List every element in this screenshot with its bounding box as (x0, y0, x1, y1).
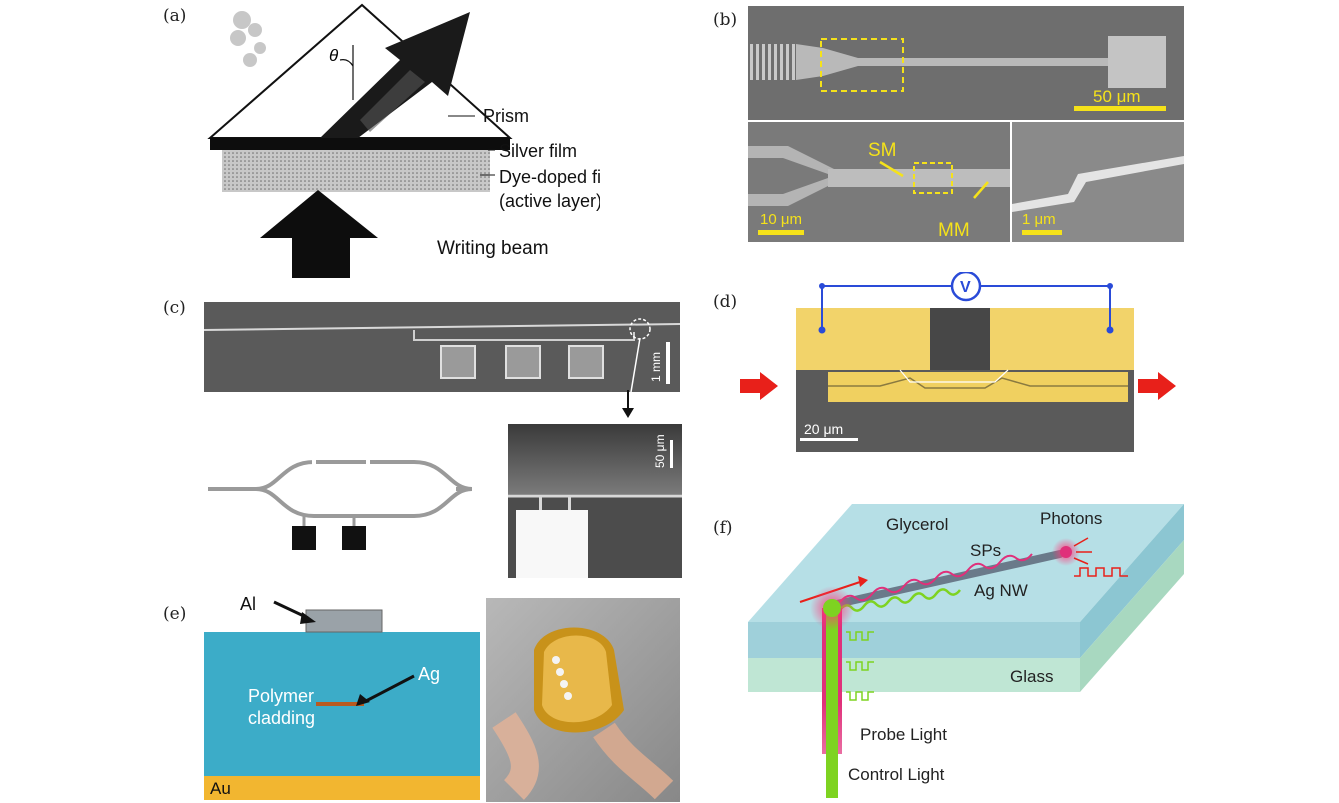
zoom-box-bottom (913, 162, 953, 194)
polymer-label: Polymer (248, 686, 314, 706)
input-arrow (740, 372, 778, 400)
scale-bar-bottom (670, 440, 673, 468)
glycerol-top (748, 504, 1184, 622)
control-light-label: Control Light (848, 765, 945, 784)
pad-right (342, 526, 366, 550)
output-arrow (1138, 372, 1176, 400)
active-layer-label: (active layer) (499, 191, 600, 211)
scale-label-bottom: 50 μm (653, 434, 667, 468)
panel-a-letter: (a) (163, 6, 187, 26)
scale-label-top: 1 mm (649, 352, 663, 382)
dye-film-label: Dye-doped film (499, 167, 600, 187)
silver-film (210, 138, 510, 150)
sps-label: SPs (970, 541, 1001, 560)
writing-beam-label: Writing beam (437, 238, 549, 259)
voltmeter-label: V (960, 279, 971, 296)
sm-arrow (879, 160, 904, 178)
panel-d-figure: V 20 μm (740, 272, 1176, 452)
panel-c-figure: 1 mm 50 μm (204, 302, 682, 578)
al-label: Al (240, 594, 256, 614)
panel-a-figure: θ Prism Silver film Dye-doped film (acti… (207, 3, 600, 278)
ag-label: Ag (418, 664, 440, 684)
control-wave (839, 588, 961, 612)
writing-beam-arrow (260, 190, 378, 278)
silver-film-label: Silver film (499, 141, 577, 161)
panel-e-figure: Al Ag Polymer cladding Au (204, 594, 680, 802)
theta-label: θ (329, 46, 339, 65)
sp-wave (839, 553, 1033, 603)
glycerol-front (748, 622, 1080, 658)
sm-label: SM (868, 140, 897, 161)
mm-label: MM (938, 220, 970, 241)
device-dots (552, 656, 572, 700)
panel-b-letter: (b) (713, 10, 738, 30)
photon-rays (1073, 537, 1092, 565)
panel-b-figure: 50 μm SM MM 10 μm 1 μm (748, 6, 1184, 242)
gold-electrode-waveguide (828, 372, 1128, 402)
scale-bar-top (1074, 106, 1166, 111)
scale-bar-top (666, 342, 670, 384)
finger-left (492, 712, 539, 800)
scale-label-bl: 10 μm (760, 211, 802, 228)
pad-left (292, 526, 316, 550)
panel-f-letter: (f) (713, 518, 733, 538)
glass-label: Glass (1010, 667, 1053, 686)
prism-label: Prism (483, 106, 529, 126)
al-electrode (305, 609, 383, 633)
voltmeter-icon (950, 272, 982, 302)
finger-right (593, 722, 674, 800)
mzi-schematic (208, 460, 473, 518)
detail-arrow (622, 408, 634, 418)
agnw-label: Ag NW (974, 581, 1028, 600)
panel-c-letter: (c) (163, 298, 186, 318)
panel-d-letter: (d) (713, 292, 738, 312)
control-pulse (846, 631, 874, 701)
scale-bar-br (1022, 230, 1062, 235)
scale-bar-bl (758, 230, 804, 235)
au-layer (204, 776, 480, 800)
reflected-beam (320, 12, 470, 138)
output-pulse (1074, 567, 1128, 577)
scale-label-br: 1 μm (1022, 211, 1056, 228)
cladding-label: cladding (248, 708, 315, 728)
panel-e-letter: (e) (163, 604, 187, 624)
contact-pad (1108, 36, 1166, 88)
scale-label: 20 μm (804, 421, 843, 437)
electrode-block (516, 510, 588, 578)
panel-f-figure: Glycerol Photons SPs Ag NW Glass Probe L… (748, 504, 1184, 798)
scale-label-top: 50 μm (1093, 87, 1141, 106)
scale-bar (800, 438, 858, 441)
probe-light-label: Probe Light (860, 725, 947, 744)
ag-strip (316, 702, 364, 706)
grating-coupler (750, 44, 795, 80)
au-label: Au (210, 779, 231, 798)
zoom-box-top (820, 38, 904, 92)
mm-arrow (973, 181, 989, 199)
photons-label: Photons (1040, 509, 1102, 528)
ag-nanowire (824, 550, 1064, 610)
control-beam (826, 608, 838, 798)
glycerol-label: Glycerol (886, 515, 948, 534)
sem-bottom-right (1012, 122, 1184, 242)
